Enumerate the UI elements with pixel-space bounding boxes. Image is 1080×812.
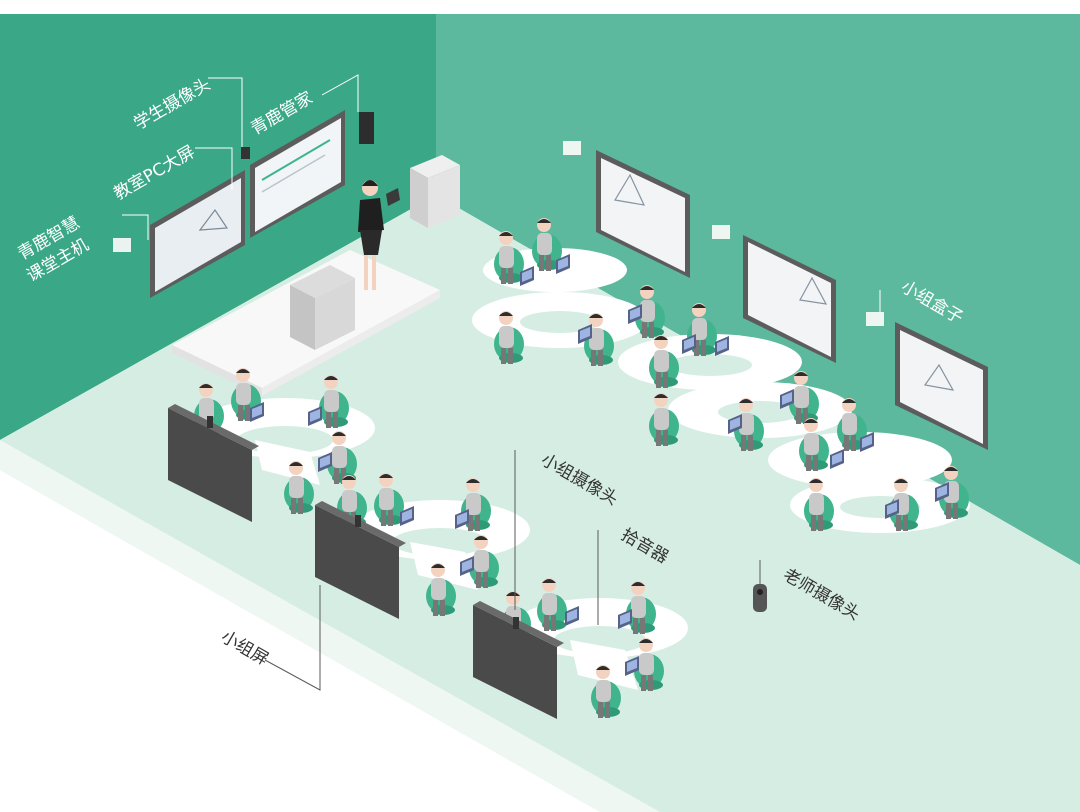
teacher-figure bbox=[358, 180, 400, 290]
group-box-device bbox=[866, 312, 884, 326]
teacher-podium-area bbox=[172, 155, 460, 396]
group-screens bbox=[168, 404, 564, 719]
classroom-pc-screen-display bbox=[150, 170, 245, 298]
student-camera-device bbox=[241, 147, 250, 159]
leader-lines-dark bbox=[264, 450, 761, 691]
leader-lines bbox=[122, 74, 881, 312]
group-screen-3 bbox=[473, 605, 557, 719]
teacher-camera-device bbox=[753, 584, 767, 612]
wall-screen-2 bbox=[743, 235, 836, 363]
floor-white-strip bbox=[0, 440, 660, 812]
smart-classroom-host-device bbox=[113, 238, 131, 252]
front-wall-devices bbox=[113, 110, 374, 298]
group-screen-1 bbox=[168, 408, 252, 522]
group-screen-2 bbox=[315, 505, 399, 619]
qinglu-steward-screen-display bbox=[250, 110, 345, 238]
wall-screen-1 bbox=[596, 150, 690, 278]
group-camera-device bbox=[207, 416, 213, 428]
wall-screen-3 bbox=[895, 322, 988, 450]
right-wall-screens bbox=[563, 141, 988, 450]
qinglu-steward-panel bbox=[359, 112, 374, 144]
